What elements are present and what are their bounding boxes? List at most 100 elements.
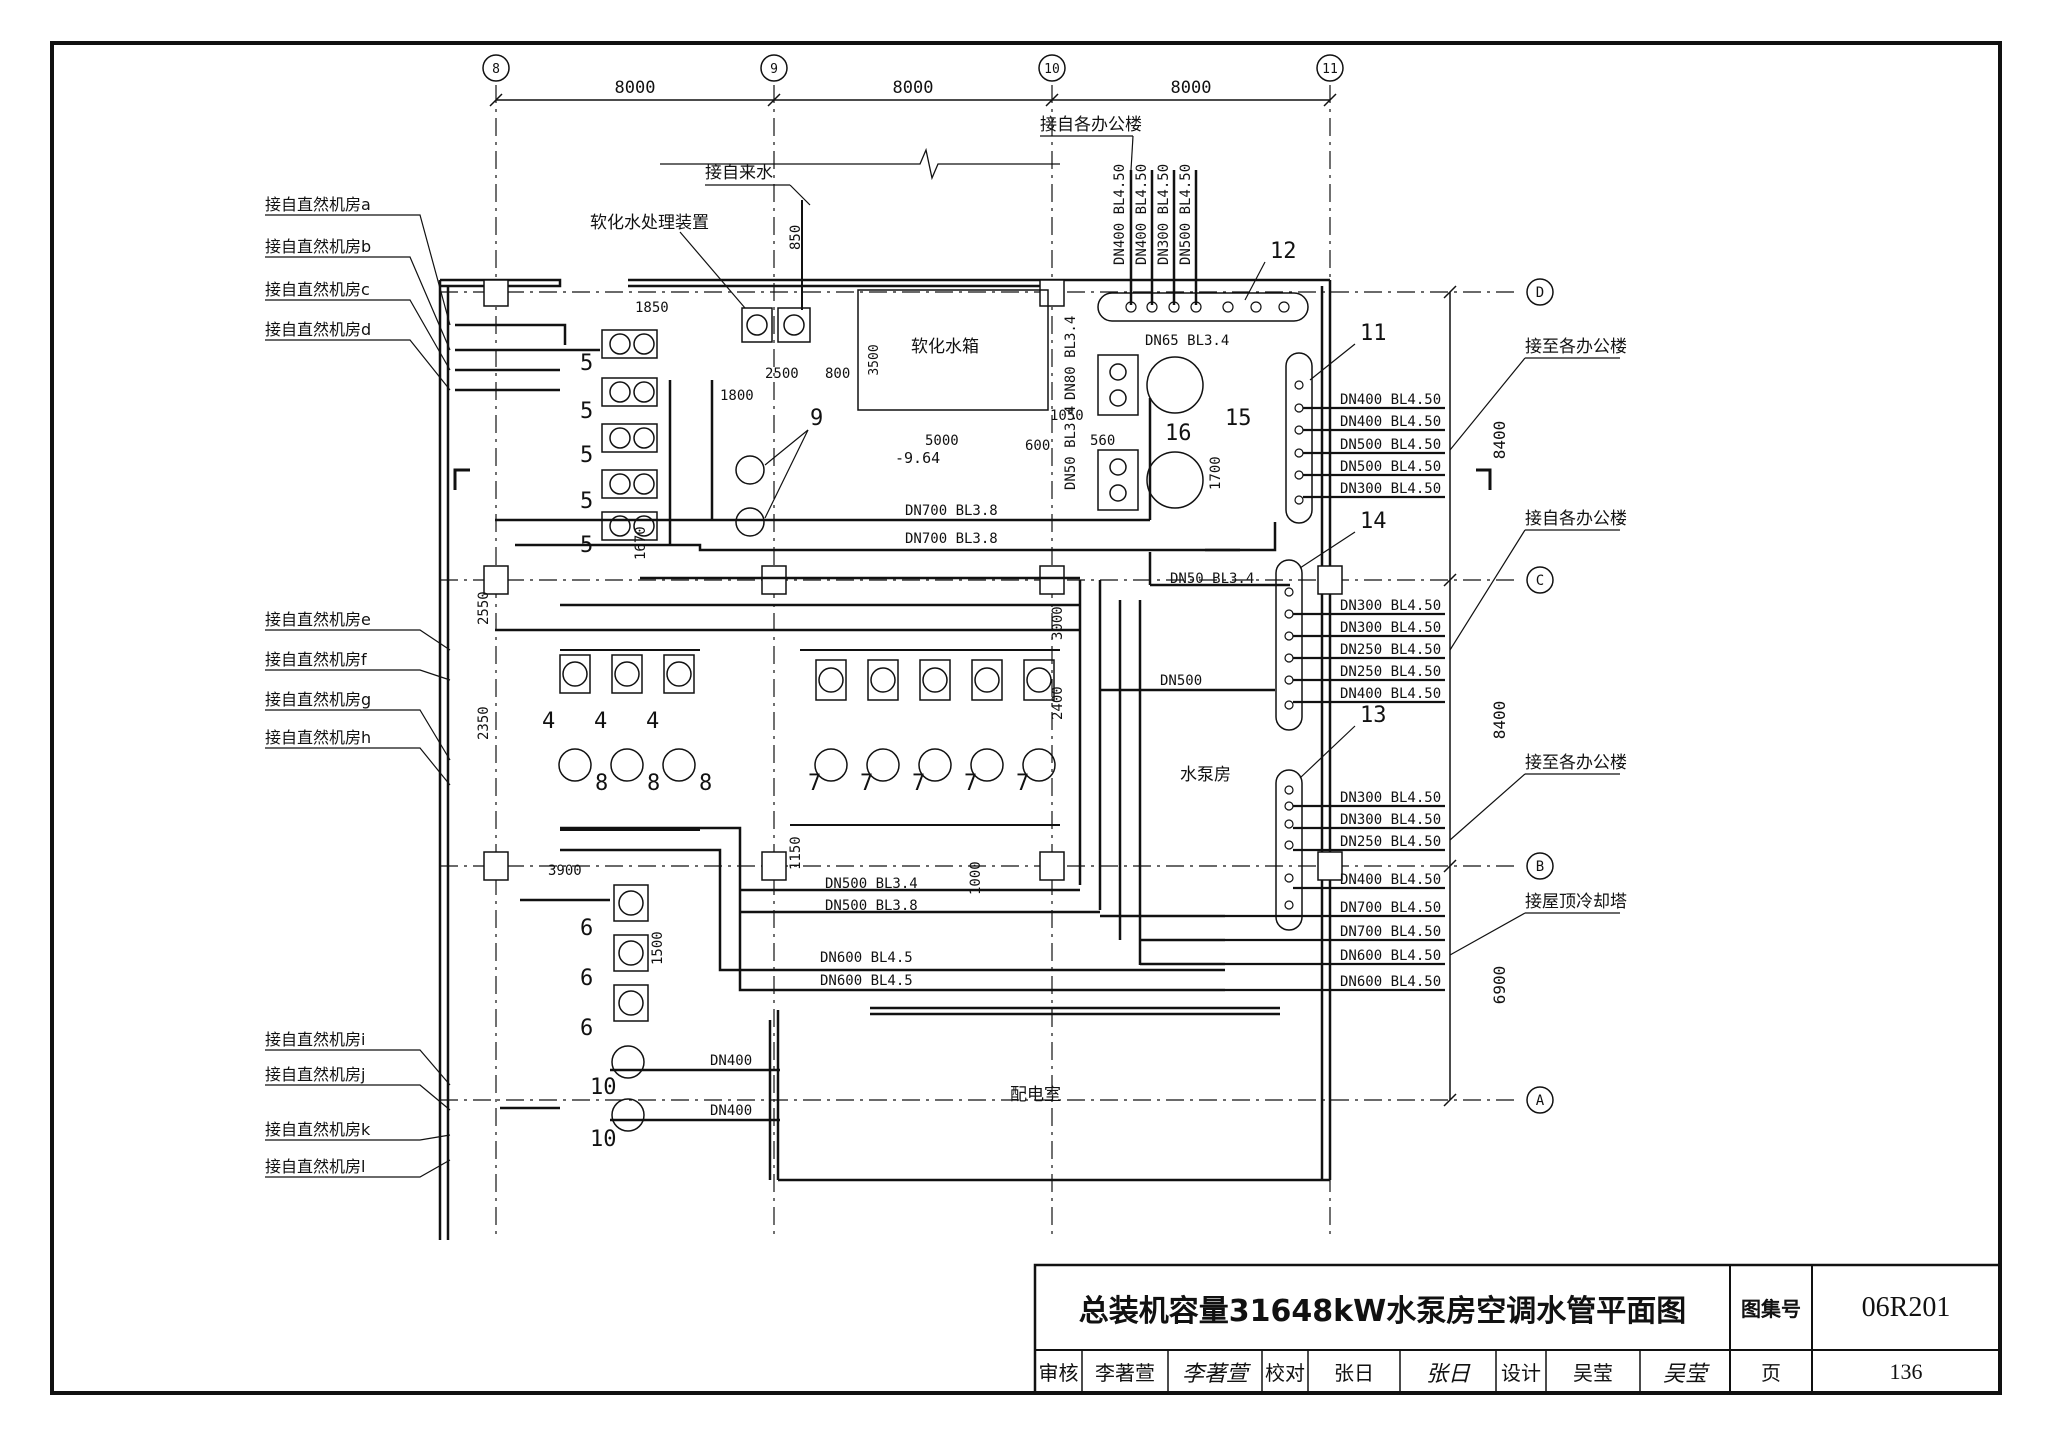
pipe-labels: DN700 BL3.8 DN700 BL3.8 DN50 BL3.4 DN65 … <box>710 316 1254 1119</box>
left-conn-l: 接自直然机房l <box>265 1157 365 1176</box>
dim-2550: 2550 <box>476 591 492 625</box>
pumps-10 <box>611 1045 645 1132</box>
equip-8-c: 8 <box>699 771 712 796</box>
pumps-8 <box>558 748 696 782</box>
equip-7-e: 7 <box>1016 771 1029 796</box>
dim-top-2: 8000 <box>893 78 934 98</box>
from-offices-2: 接自各办公楼 <box>1525 509 1627 529</box>
dn50-label: DN50 BL3.4 <box>1170 571 1254 587</box>
header-14 <box>1275 559 1303 731</box>
structural-columns <box>483 279 1343 881</box>
dim-1150: 1150 <box>788 836 804 870</box>
header-11 <box>1285 352 1313 524</box>
dim-1850: 1850 <box>635 300 669 316</box>
top-riser-pipes <box>1129 170 1198 305</box>
dim-560: 560 <box>1090 433 1115 449</box>
equip-5-a: 5 <box>580 351 593 376</box>
grid-label-row-B: B <box>1536 859 1544 875</box>
cooling-pipe-4: DN600 BL4.50 <box>1340 948 1441 964</box>
break-line <box>660 147 1060 181</box>
grid-label-row-D: D <box>1536 285 1544 301</box>
dn500-lr2-label: DN500 <box>1160 673 1202 689</box>
equip-5-b: 5 <box>580 399 593 424</box>
level-mark: -9.64 <box>895 449 940 467</box>
atlas-label: 图集号 <box>1741 1297 1801 1321</box>
equip-4-a: 4 <box>542 709 555 734</box>
dn500-lr1-label: DN500 BL3.4 <box>825 876 918 892</box>
cooling-pipe-3: DN700 BL4.50 <box>1340 924 1441 940</box>
dim-1700: 1700 <box>1208 456 1224 490</box>
top-riser-3: DN300 BL4.50 <box>1156 164 1172 265</box>
top-dimension-line <box>489 93 1337 107</box>
dim-1670: 1670 <box>633 526 649 560</box>
left-connection-leaders <box>265 214 451 1178</box>
equip-10-a: 10 <box>590 1075 617 1100</box>
building-walls <box>438 278 1332 1240</box>
designer-name: 吴莹 <box>1573 1361 1613 1385</box>
equip-13: 13 <box>1360 703 1387 728</box>
grid-bubbles-top: 8 9 10 11 <box>482 54 1344 82</box>
dim-top-1: 8000 <box>615 78 656 98</box>
page-label: 页 <box>1761 1361 1781 1385</box>
equip-6-b: 6 <box>580 966 593 991</box>
lr1-main-label: DN700 BL3.8 <box>905 531 998 547</box>
dn80-label: DN80 BL3.4 <box>1063 316 1079 400</box>
dn600-lq2-label: DN600 BL4.5 <box>820 973 913 989</box>
header-11-pipe-5: DN300 BL4.50 <box>1340 481 1441 497</box>
equip-11: 11 <box>1360 321 1387 346</box>
dim-2500: 2500 <box>765 366 799 382</box>
dimension-labels: 1850 2500 800 1800 5000 1050 600 560 170… <box>476 225 1224 965</box>
left-conn-e: 接自直然机房e <box>265 610 371 629</box>
equip-5-c: 5 <box>580 443 593 468</box>
equip-7-d: 7 <box>964 771 977 796</box>
equip-15: 15 <box>1225 406 1252 431</box>
header-14-pipes <box>1293 612 1445 704</box>
equip-14: 14 <box>1360 509 1387 534</box>
dim-3500: 3500 <box>867 344 882 375</box>
equip-4-b: 4 <box>594 709 607 734</box>
check-label: 校对 <box>1265 1361 1305 1385</box>
cooling-tower-pipes <box>1225 886 1445 992</box>
softened-tank-label: 软化水箱 <box>911 337 979 357</box>
softener-device-label: 软化水处理装置 <box>590 213 709 233</box>
chiller-4-labels: 4 4 4 <box>542 709 659 734</box>
checker-name: 张日 <box>1334 1361 1374 1385</box>
softened-water-tank <box>857 289 1049 411</box>
dn400b-label: DN400 <box>710 1103 752 1119</box>
header-13-pipe-3: DN250 BL4.50 <box>1340 834 1441 850</box>
left-conn-i: 接自直然机房i <box>265 1030 365 1049</box>
dim-2400: 2400 <box>1050 686 1066 720</box>
dim-3900: 3900 <box>548 863 582 879</box>
grid-label-col-8: 8 <box>492 62 500 77</box>
title-block-frame <box>1033 1263 2002 1395</box>
reviewer-name: 李著萱 <box>1095 1361 1155 1385</box>
dn65-label: DN65 BL3.4 <box>1145 333 1229 349</box>
dim-right-3: 6900 <box>1490 966 1509 1005</box>
dim-3000: 3000 <box>1050 606 1066 640</box>
header-11-pipes <box>1303 406 1445 499</box>
top-riser-labels: DN400 BL4.50 DN400 BL4.50 DN300 BL4.50 D… <box>1112 164 1194 265</box>
left-conn-d: 接自直然机房d <box>265 320 371 339</box>
dim-600: 600 <box>1025 438 1050 454</box>
left-conn-b: 接自直然机房b <box>265 237 371 256</box>
dim-2350: 2350 <box>476 706 492 740</box>
pump-room-label: 水泵房 <box>1180 765 1231 785</box>
header-14-pipe-1: DN300 BL4.50 <box>1340 598 1441 614</box>
header-13-pipe-2: DN300 BL4.50 <box>1340 812 1441 828</box>
right-dimension-line <box>1443 285 1457 1107</box>
pumps-7 <box>814 748 1056 782</box>
equip-7-b: 7 <box>860 771 873 796</box>
softener-device <box>741 307 811 343</box>
page-number: 136 <box>1889 1358 1923 1384</box>
header-11-pipe-3: DN500 BL4.50 <box>1340 437 1441 453</box>
dim-top-3: 8000 <box>1171 78 1212 98</box>
left-conn-f: 接自直然机房f <box>265 650 367 669</box>
dn600-lq1-label: DN600 BL4.5 <box>820 950 913 966</box>
dim-right-1: 8400 <box>1490 421 1509 460</box>
pump-7-labels: 7 7 7 7 7 <box>808 771 1029 796</box>
dim-1500: 1500 <box>650 931 666 965</box>
top-dimension-values: 8000 8000 8000 <box>615 78 1212 98</box>
grid-axes <box>440 85 1520 1240</box>
equip-10-b: 10 <box>590 1127 617 1152</box>
